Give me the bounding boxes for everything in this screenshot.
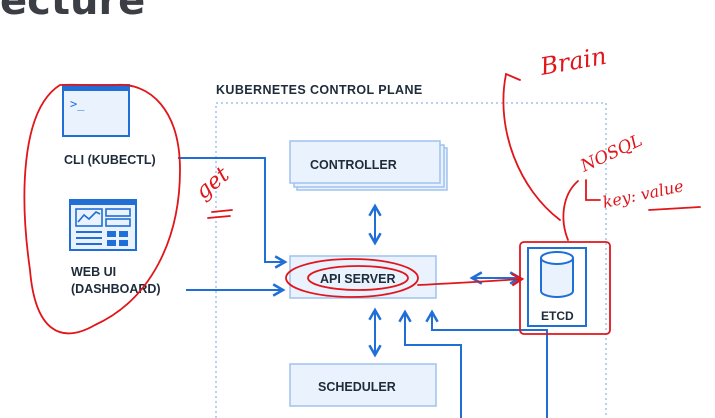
annotation-get: get — [191, 162, 235, 204]
key-value-hook — [585, 179, 601, 201]
scheduler-label: SCHEDULER — [318, 380, 396, 394]
annotation-nosql: NOSQL — [577, 131, 646, 177]
cli-label: CLI (KUBECTL) — [64, 153, 156, 167]
annotation-brain: Brain — [537, 42, 608, 81]
handwritten-annotations — [23, 72, 701, 335]
dashboard-icon — [69, 199, 137, 251]
database-icon — [540, 251, 574, 298]
api-etcd-red-arrow — [417, 272, 525, 287]
webui-label-line1: WEB UI — [71, 265, 116, 279]
terminal-prompt: >_ — [70, 97, 85, 111]
client-circle — [23, 83, 181, 335]
controller-box — [289, 140, 448, 191]
etcd-label: ETCD — [541, 309, 574, 323]
webui-label-line2: (DASHBOARD) — [71, 282, 161, 296]
page-heading-fragment: ecture — [0, 0, 146, 24]
api-server-label: API SERVER — [320, 272, 396, 286]
control-plane-label: KUBERNETES CONTROL PLANE — [216, 83, 423, 97]
scheduler-box — [289, 363, 437, 407]
node-connector-2 — [425, 309, 548, 418]
api-server-inner-circle — [307, 265, 409, 291]
annotation-key-value: key: value — [601, 176, 685, 212]
node-connector-1 — [398, 309, 462, 418]
api-server-box — [289, 255, 437, 299]
etcd-red-box — [519, 241, 611, 335]
terminal-icon: >_ — [62, 84, 130, 137]
key-value-underline — [648, 206, 701, 211]
control-plane-frame — [215, 102, 607, 418]
api-server-circle — [285, 258, 419, 298]
nosql-pointer — [562, 180, 579, 241]
controller-label: CONTROLLER — [310, 158, 397, 172]
get-underline — [207, 209, 233, 219]
cli-api-connector — [178, 157, 288, 269]
brain-pointer — [502, 72, 561, 221]
